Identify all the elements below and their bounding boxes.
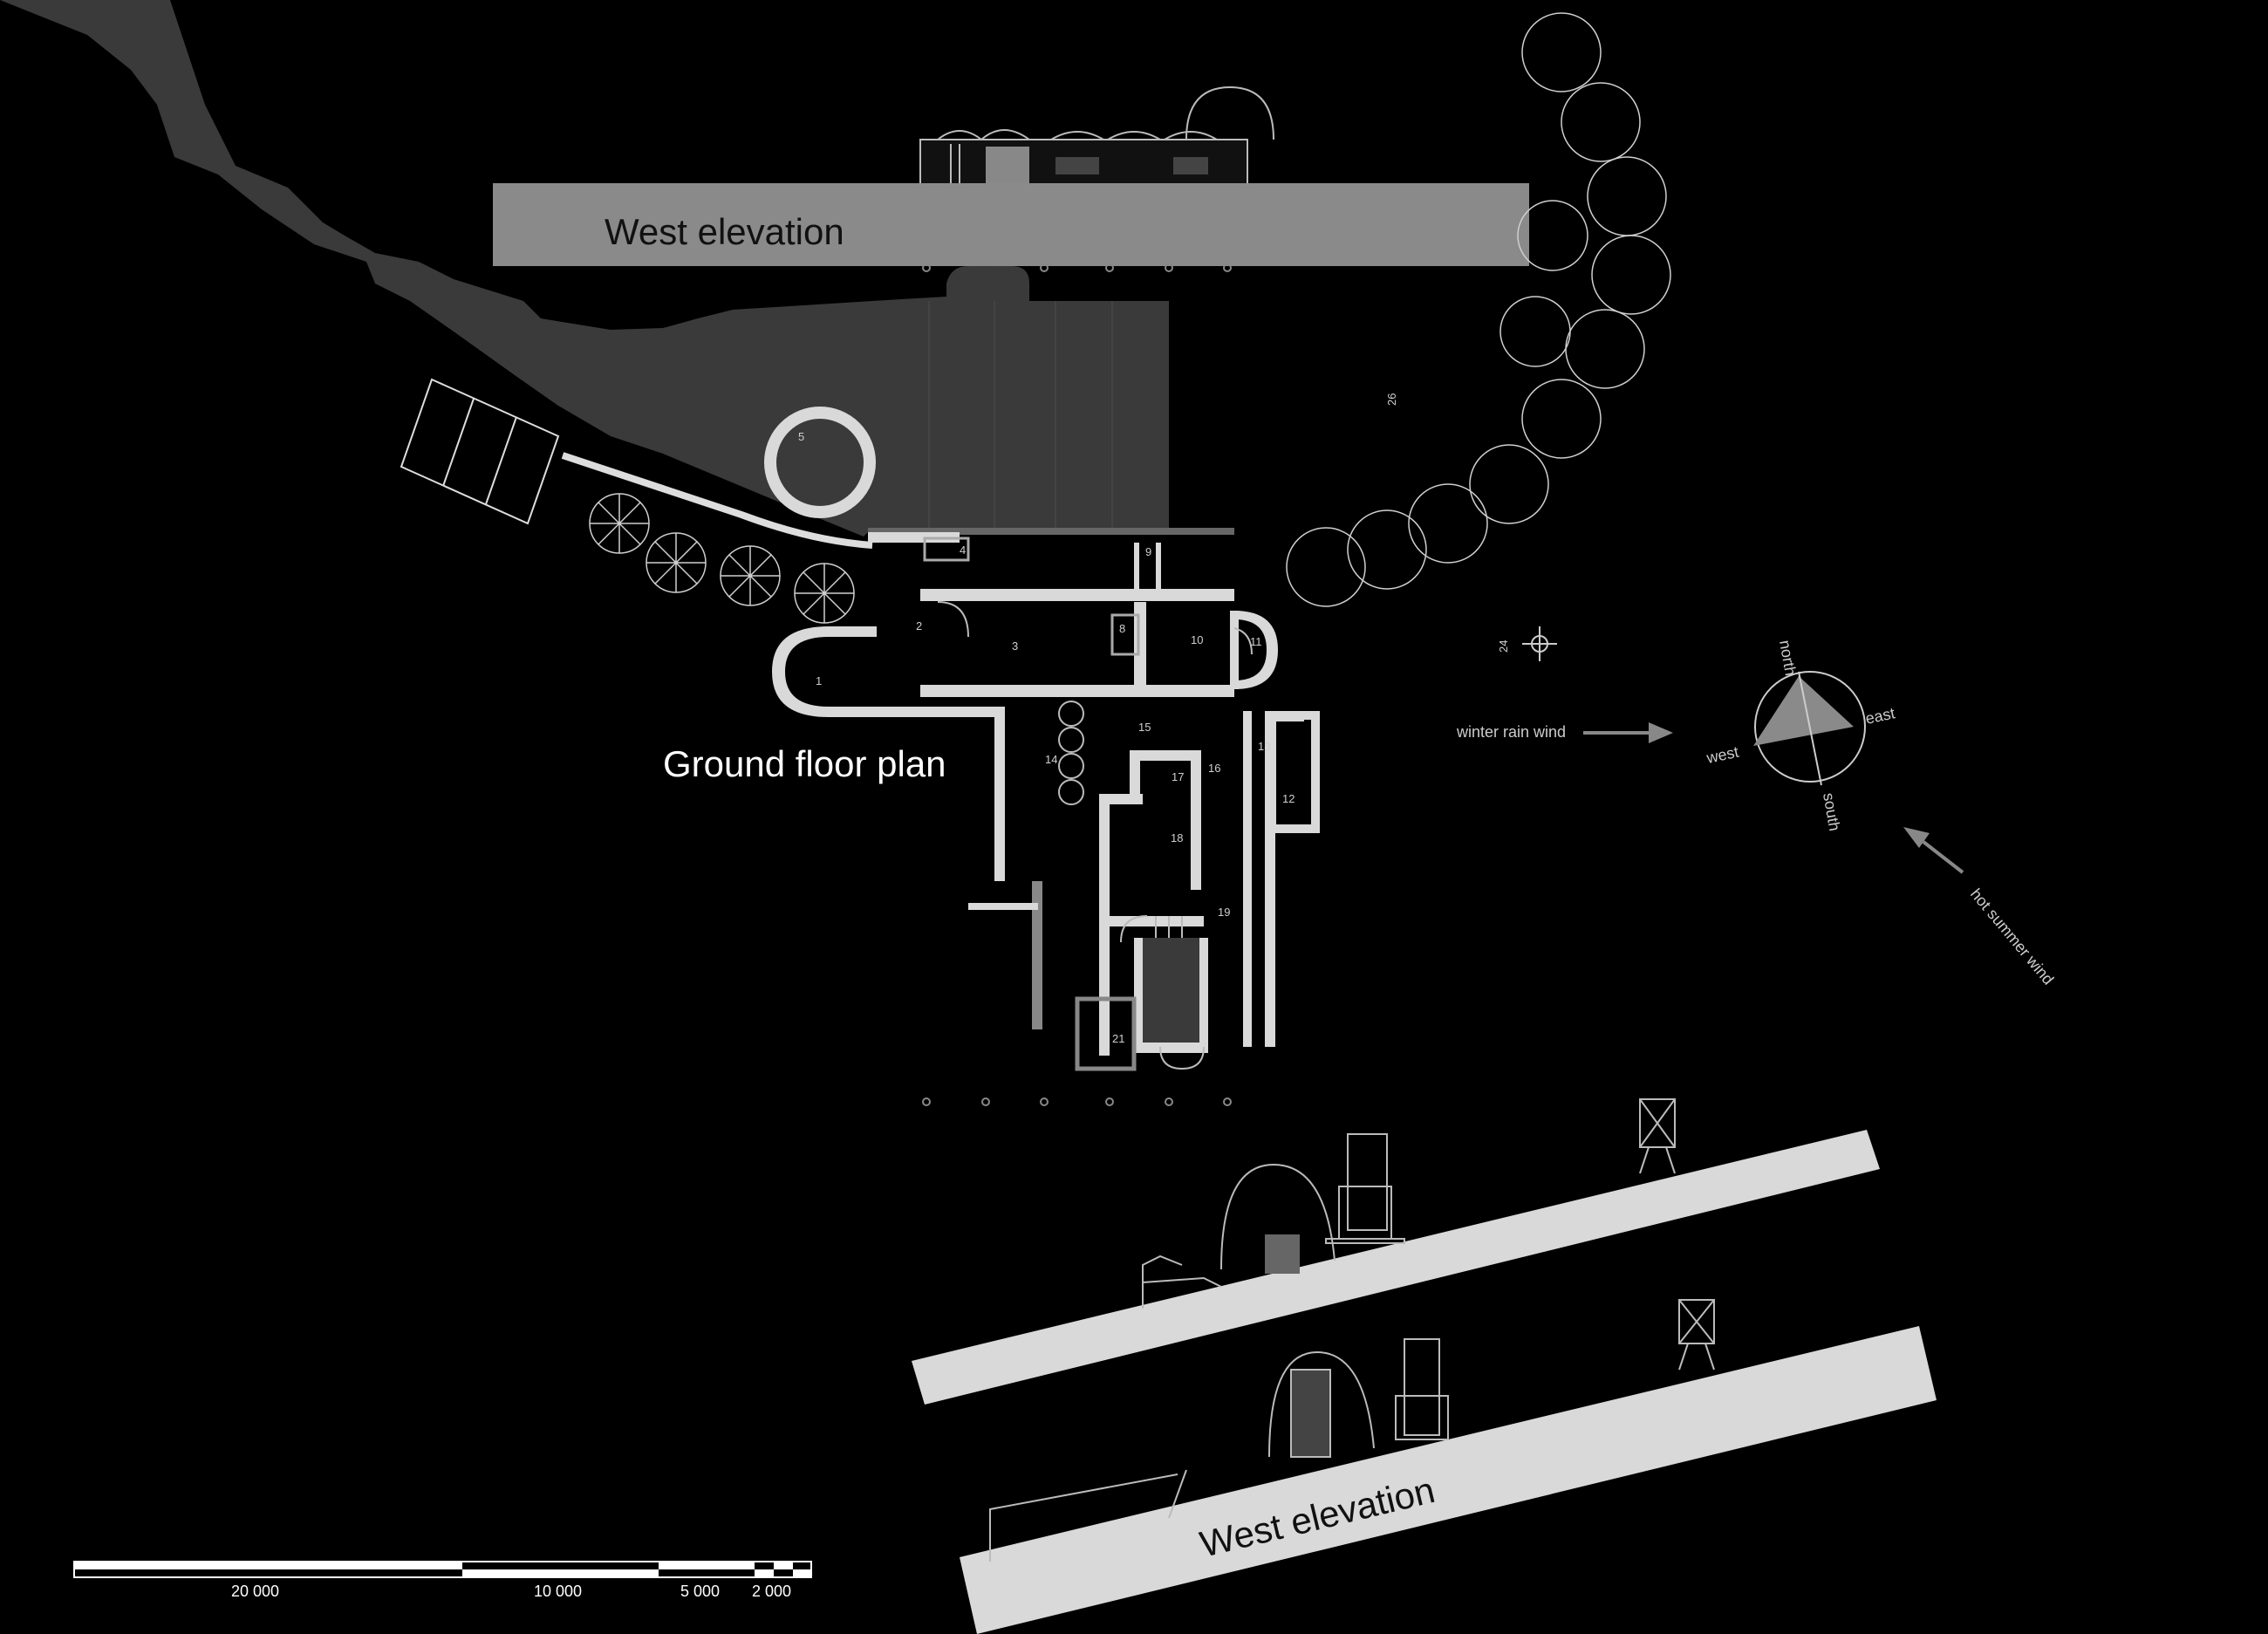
- scale-bar: [73, 1561, 812, 1578]
- trees-left: [589, 493, 855, 624]
- item-24-symbol: [1522, 626, 1557, 661]
- scale-5000: 5 000: [680, 1583, 720, 1600]
- room-18-label: 18: [1171, 831, 1183, 844]
- scale-10000: 10 000: [534, 1583, 582, 1600]
- room-5-label: 5: [798, 430, 804, 443]
- room-21-label: 21: [1112, 1032, 1124, 1045]
- access-path: [0, 0, 1169, 537]
- room-14-label: 14: [1045, 753, 1057, 766]
- room-4-label: 4: [960, 544, 966, 557]
- room-2-label: 2: [916, 619, 922, 632]
- compass-icon: [1753, 671, 1866, 786]
- winter-rain-wind-label: winter rain wind: [1456, 723, 1566, 741]
- room-3-label: 3: [1012, 639, 1018, 653]
- upper-section-building: [1142, 1098, 1676, 1309]
- scale-20000: 20 000: [231, 1583, 279, 1600]
- ground-floor-plan-title: Ground floor plan: [663, 743, 946, 784]
- room-1-label: 1: [816, 674, 822, 687]
- ground-floor-plan: [772, 528, 1320, 1071]
- trees-right: [1286, 12, 1671, 607]
- room-13-label: 13: [1258, 740, 1270, 753]
- room-15-label: 15: [1138, 721, 1151, 734]
- room-19-label: 19: [1218, 906, 1230, 919]
- top-elevation-building: [919, 85, 1274, 189]
- room-8-label: 8: [1119, 622, 1125, 635]
- parking-area: [400, 378, 560, 525]
- section-band-upper: [912, 1130, 1880, 1405]
- round-cistern: [764, 407, 876, 518]
- room-11-label: 11: [1250, 635, 1262, 648]
- west-elevation-title-top: West elevation: [605, 211, 844, 252]
- courtyard-lines: [928, 301, 1113, 528]
- entry-curve-wall: [561, 452, 873, 549]
- room-9-label: 9: [1145, 545, 1151, 558]
- winter-rain-wind-arrow: [1583, 722, 1673, 743]
- lower-section-building: [989, 1299, 1715, 1562]
- section-band-lower: [960, 1326, 1937, 1634]
- west-elevation-band-top: [493, 183, 1529, 266]
- grid-markers-bottom: [922, 1097, 1232, 1106]
- room-24-label: 24: [1497, 640, 1510, 653]
- plan-details: [937, 601, 1253, 1070]
- scale-2000: 2 000: [752, 1583, 791, 1600]
- hot-summer-wind-arrow: [1903, 827, 1964, 874]
- room-17-label: 17: [1172, 770, 1184, 783]
- room-10-label: 10: [1191, 633, 1203, 646]
- room-12-label: 12: [1282, 792, 1295, 805]
- room-16-label: 16: [1208, 762, 1220, 775]
- room-26-label: 26: [1385, 393, 1398, 406]
